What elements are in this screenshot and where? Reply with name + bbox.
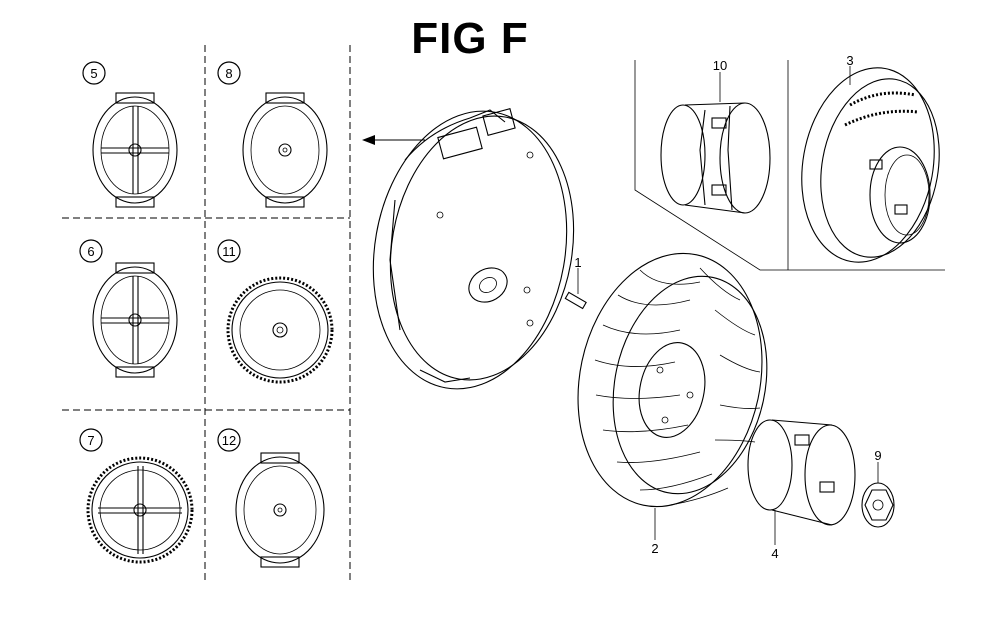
part-10-ratchet-ring (660, 72, 771, 214)
part-4-starter-cup (747, 419, 856, 545)
part-11-pulley-geared (226, 276, 334, 384)
figure-title: FIG F (411, 14, 529, 63)
callout-6: 6 (87, 244, 94, 259)
part-1-key (564, 268, 587, 310)
flywheel (372, 108, 575, 390)
callout-11: 11 (222, 244, 236, 259)
part-8-pulley-plain (242, 92, 328, 208)
callout-7: 7 (87, 433, 94, 448)
callout-2: 2 (651, 541, 658, 556)
direction-arrow (362, 135, 425, 145)
callout-3: 3 (846, 53, 853, 68)
part-5-pulley-cross (92, 92, 178, 208)
part-7-pulley-geared-cross (86, 456, 194, 564)
callout-8: 8 (225, 66, 232, 81)
callout-10: 10 (713, 58, 727, 73)
part-3-starter-case (801, 66, 940, 263)
part-12-pulley-plain (235, 452, 325, 568)
callout-4: 4 (771, 546, 778, 561)
part-6-pulley-cross (92, 262, 178, 378)
callouts: 5 8 6 11 7 12 1 2 3 4 9 10 (79, 53, 882, 561)
callout-12: 12 (222, 433, 236, 448)
callout-1: 1 (574, 255, 581, 270)
callout-9: 9 (874, 448, 881, 463)
part-2-cooling-fan (577, 252, 768, 540)
part-9-flange-nut (861, 462, 895, 528)
inset-box (634, 60, 945, 271)
variant-grid (62, 45, 351, 580)
callout-5: 5 (90, 66, 97, 81)
